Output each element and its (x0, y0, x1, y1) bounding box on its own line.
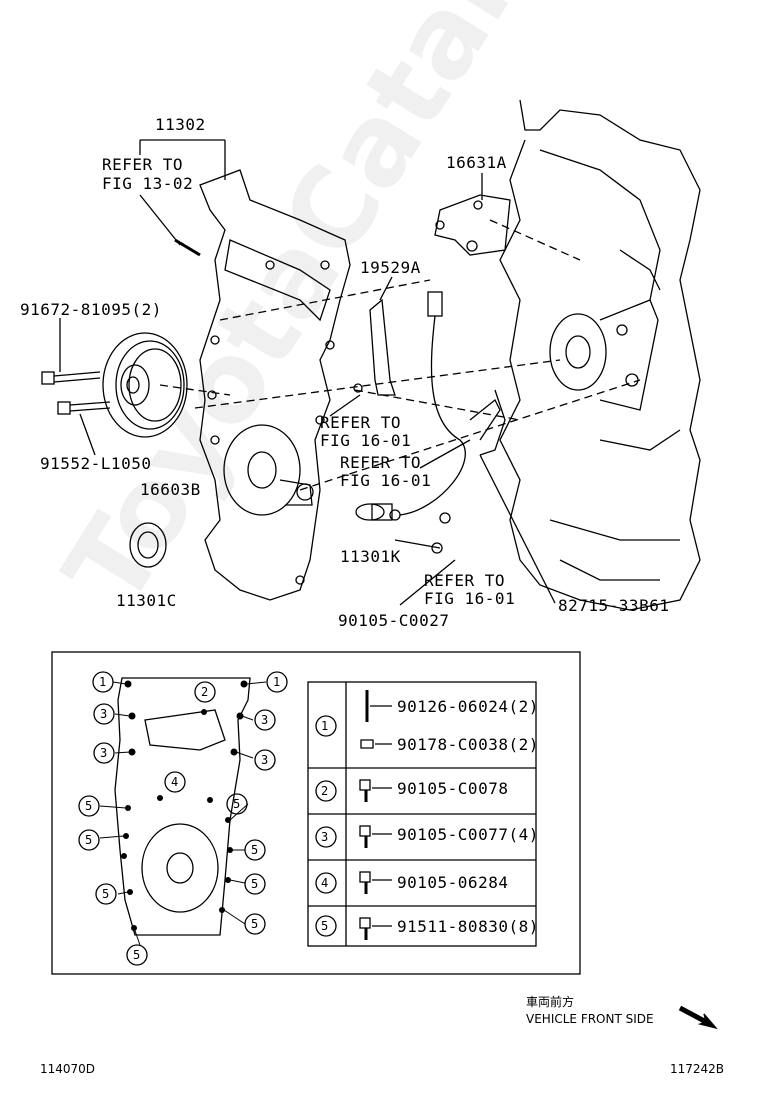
code-left: 114070D (40, 1062, 96, 1076)
label-91672: 91672-81095(2) (20, 300, 162, 319)
engine-block (499, 99, 701, 611)
inset-marker: 3 (100, 707, 108, 721)
label-refer-1601-1b: FIG 16-01 (320, 431, 412, 450)
legend-part-4: 90105-06284 (397, 873, 509, 892)
inset-frame (51, 651, 581, 975)
legend-num-2: 2 (321, 784, 329, 798)
front-arrow-shaft (678, 1005, 712, 1027)
oil-seal (129, 522, 167, 568)
inset-marker: 4 (171, 775, 179, 789)
pulley-bolts (41, 318, 111, 456)
label-refer-1601-2b: FIG 16-01 (340, 471, 432, 490)
label-11301k: 11301K (340, 547, 401, 566)
legend-number-circles (315, 715, 337, 937)
label-refer-1601-2a: REFER TO (340, 453, 422, 472)
inset-marker: 5 (102, 887, 110, 901)
inset-marker: 5 (85, 799, 93, 813)
inset-marker: 3 (261, 753, 269, 767)
crank-sensor (355, 291, 506, 554)
label-16603b: 16603B (140, 480, 201, 499)
legend-part-1b: 90178-C0038(2) (397, 735, 539, 754)
crank-pulley (102, 332, 188, 438)
inset-leaders (99, 681, 267, 946)
label-refer-1601-1a: REFER TO (320, 413, 402, 432)
inset-marker: 2 (201, 685, 209, 699)
inset-marker: 5 (233, 797, 241, 811)
legend-num-1: 1 (321, 719, 329, 733)
label-90105-c0027: 90105-C0027 (338, 611, 450, 630)
inset-marker: 1 (99, 675, 107, 689)
direction-en: VEHICLE FRONT SIDE (526, 1012, 654, 1026)
label-refer-1601-3a: REFER TO (424, 571, 506, 590)
legend-part-icons (359, 690, 392, 940)
legend-num-5: 5 (321, 919, 329, 933)
sensor-bracket (353, 276, 396, 396)
inset-marker: 5 (251, 877, 259, 891)
inset-marker-circles (78, 671, 288, 966)
label-16631a: 16631A (446, 153, 507, 172)
legend-num-4: 4 (321, 876, 329, 890)
direction-jp: 車両前方 (526, 995, 575, 1009)
inset-marker: 5 (251, 917, 259, 931)
legend-part-3: 90105-C0077(4) (397, 825, 539, 844)
bracket-16631a (434, 173, 511, 256)
label-11302: 11302 (155, 115, 206, 134)
label-11301c: 11301C (116, 591, 177, 610)
inset-marker: 1 (273, 675, 281, 689)
legend-part-2: 90105-C0078 (397, 779, 509, 798)
alignment-lines (159, 219, 641, 491)
inset-marker: 5 (85, 833, 93, 847)
label-91552: 91552-L1050 (40, 454, 152, 473)
legend-part-5: 91511-80830(8) (397, 917, 539, 936)
label-refer-1302-a: REFER TO (102, 155, 184, 174)
code-right: 117242B (670, 1062, 725, 1076)
timing-cover (199, 169, 351, 601)
label-19529a: 19529A (360, 258, 421, 277)
legend-table-grid (307, 681, 537, 947)
inset-marker: 3 (261, 713, 269, 727)
inset-marker: 5 (251, 843, 259, 857)
label-refer-1302-b: FIG 13-02 (102, 174, 194, 193)
label-refer-1601-3b: FIG 16-01 (424, 589, 516, 608)
water-pump (549, 299, 659, 411)
inset-bolt-holes (121, 680, 248, 931)
inset-marker: 3 (100, 746, 108, 760)
legend-num-3: 3 (321, 830, 329, 844)
inset-marker: 5 (133, 948, 141, 962)
legend-part-1a: 90126-06024(2) (397, 697, 539, 716)
label-82715: 82715-33B61 (558, 596, 670, 615)
